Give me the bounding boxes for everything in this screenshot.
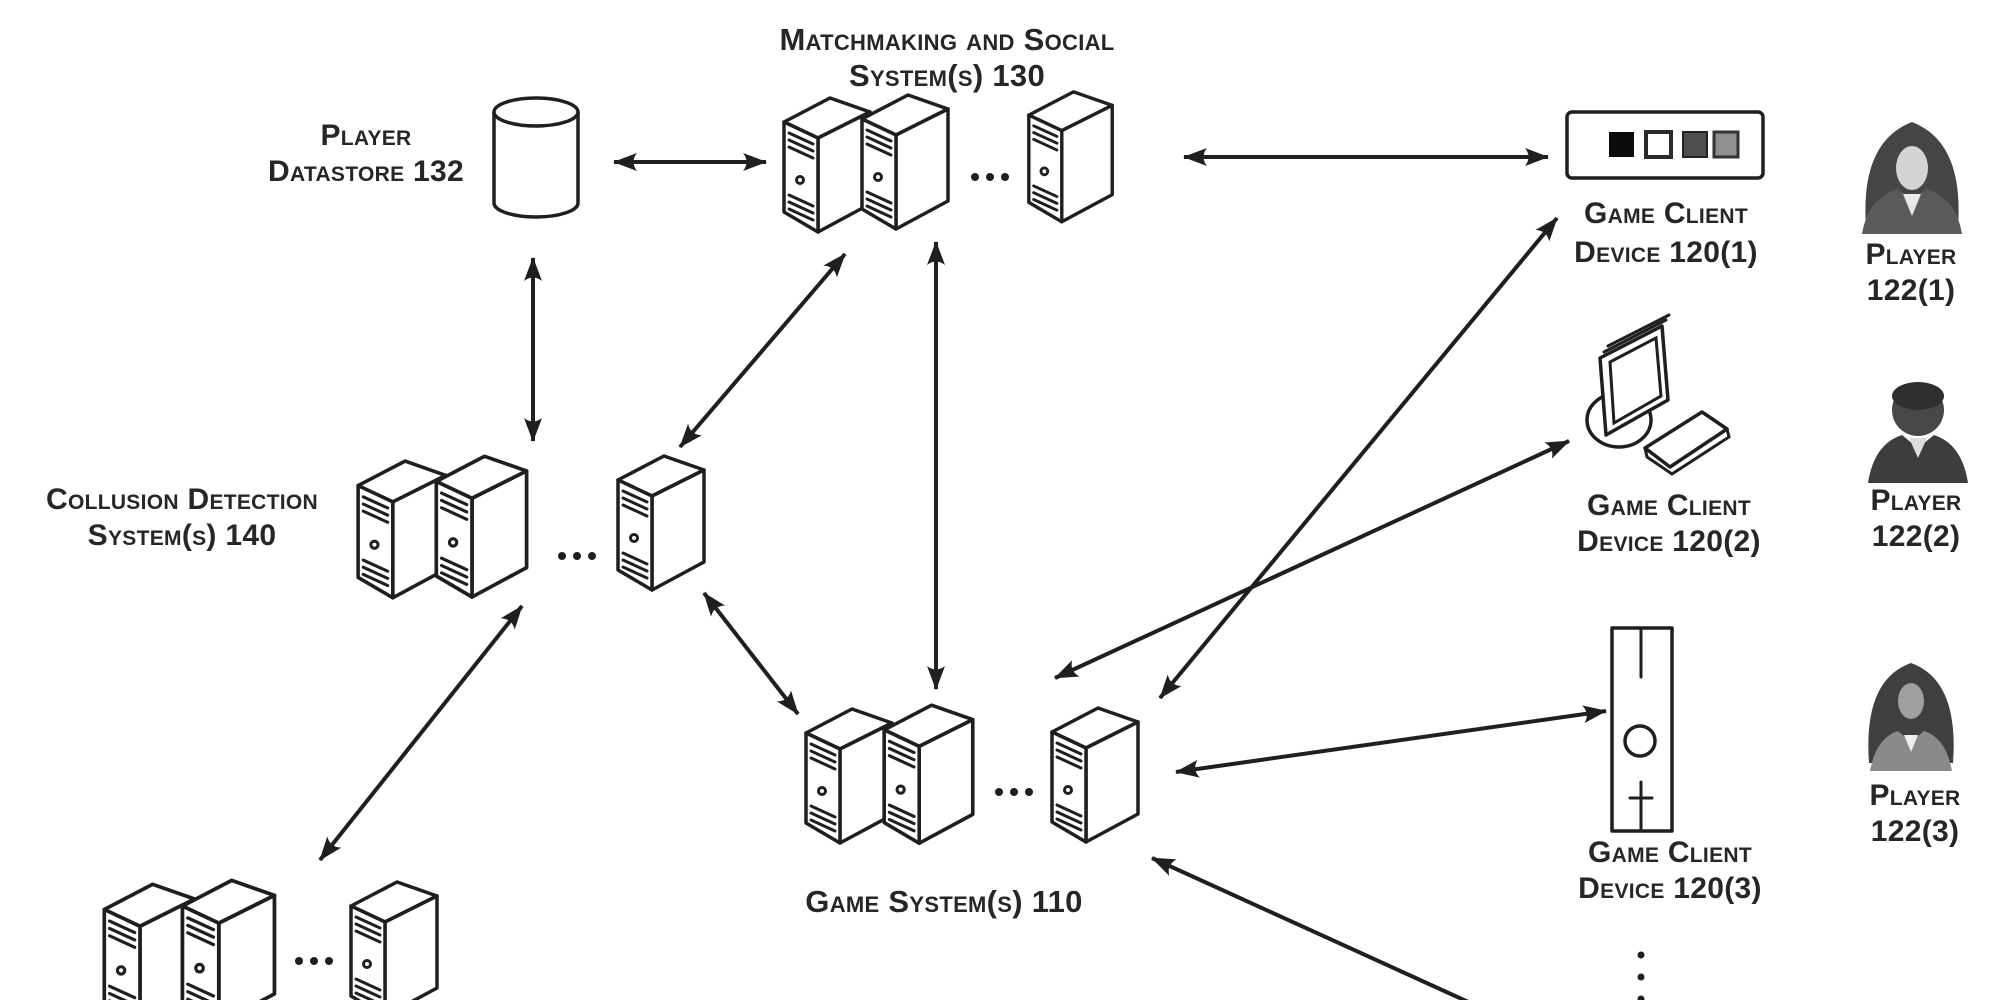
game-client-device-1-icon <box>1565 110 1765 180</box>
game-client-3-label: Game Client Device 120(3) <box>1578 836 1762 905</box>
dashed-servers-icon <box>102 878 439 1000</box>
arrow-gamesystem-client2 <box>1054 439 1570 680</box>
ellipsis-icon <box>295 957 333 965</box>
vertical-ellipsis-icon <box>1637 951 1645 1000</box>
arrow-collusion-dashed-servers <box>318 604 524 862</box>
ellipsis-icon <box>558 552 596 560</box>
game-system-servers-icon <box>804 703 1140 846</box>
player-1-label: Player 122(1) <box>1865 238 1957 307</box>
game-system-label: Game System(s) 110 <box>805 884 1083 919</box>
matchmaking-label: Matchmaking and Social System(s) 130 <box>779 22 1114 94</box>
player-datastore-icon <box>492 96 580 219</box>
player-2-label: Player 122(2) <box>1870 484 1962 553</box>
player-2-icon <box>1868 382 1968 483</box>
arrow-gamesystem-client3 <box>1175 705 1607 778</box>
game-client-device-2-icon <box>1585 313 1731 476</box>
player-3-icon <box>1868 663 1954 771</box>
matchmaking-label-line1: Matchmaking and Social <box>779 22 1115 57</box>
arrow-gamesystem-offscreen-client <box>1151 856 1469 1000</box>
arrow-collusion-matchmaking <box>678 252 847 449</box>
arrow-gamesystem-client1 <box>1158 216 1559 700</box>
connection-arrows <box>318 148 1607 1000</box>
matchmaking-servers-icon <box>782 90 1114 234</box>
collusion-servers-icon <box>356 454 706 600</box>
game-client-2-label: Game Client Device 120(2) <box>1577 489 1761 558</box>
ellipsis-icon <box>995 788 1033 796</box>
ellipsis-icon <box>971 173 1009 181</box>
matchmaking-label-line2: System(s) 130 <box>848 58 1046 93</box>
player-3-label: Player 122(3) <box>1869 779 1961 848</box>
player-datastore-label: Player Datastore 132 <box>268 119 464 188</box>
game-client-device-3-icon <box>1610 626 1674 1000</box>
collusion-label: Collusion Detection System(s) 140 <box>45 483 319 552</box>
player-1-icon <box>1862 122 1962 234</box>
game-client-1-label: Game Client Device 120(1) <box>1574 197 1758 269</box>
arrow-collusion-gamesystem <box>702 591 800 716</box>
